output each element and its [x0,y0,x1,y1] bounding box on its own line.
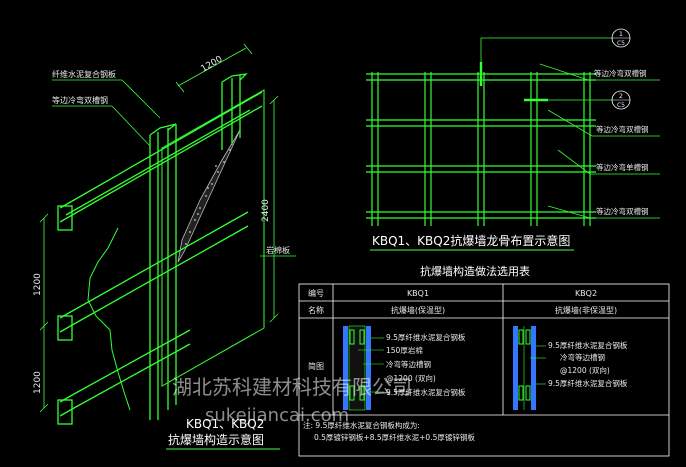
kbq1-section-sketch [343,325,371,411]
callout-2: 2 C5 [611,90,631,110]
header-col0: 编号 [308,288,324,298]
label-double-channel: 等边冷弯双槽钢 [52,95,108,105]
label-rock-wool: 岩棉板 [266,245,290,255]
vertical-channel-steel [149,73,248,420]
kbq2-leaders [530,345,546,385]
framing-label-1: 等边冷弯双槽钢 [594,68,647,78]
table-title: 抗爆墙构造做法选用表 [420,264,530,278]
watermark-url: sukejiancai.com [205,405,349,426]
dim-right: 2400 [261,199,271,222]
name-col1: 抗爆墙(保温型) [391,305,445,315]
framing-label-4: 等边冷弯双槽钢 [596,206,649,216]
label-panel: 纤维水泥复合钢板 [52,69,116,79]
callout-2-sheet: C5 [617,102,625,109]
framing-grid [366,72,596,226]
section-marks [479,62,548,102]
kbq1-layer-5: 9.5厚纤维水泥复合钢板 [386,387,466,397]
callout-1-number: 1 [619,30,623,38]
horizontal-channel-steel [57,91,263,425]
kbq1-layer-3: 冷弯等边槽钢 [386,359,431,369]
callout-1-sheet: C5 [617,40,625,47]
left-leader-lines [52,79,296,257]
rock-wool-hatch [177,129,241,263]
table-note-line2: 0.5厚镀锌钢板+8.5厚纤维水泥+0.5厚镀锌钢板 [314,432,475,442]
dim-left-upper: 1200 [33,273,43,296]
selection-table: 抗爆墙构造做法选用表 编号 KBQ1 KBQ2 名称 抗爆墙(保温型) 抗爆墙(… [298,264,670,457]
name-col2: 抗爆墙(非保温型) [555,305,617,315]
dim-top: 1200 [200,54,225,74]
callout-2-number: 2 [619,92,623,100]
table-note-line1: 注: 9.5厚纤维水泥复合钢板构成为: [303,420,420,430]
kbq2-layer-2: 冷弯等边槽钢 [560,352,605,362]
framing-leaders [539,63,660,219]
kbq2-layer-1: 9.5厚纤维水泥复合钢板 [548,340,628,350]
header-col2: KBQ2 [575,289,597,298]
callout-1: 1 C5 [611,28,631,48]
left-title-line2: 抗爆墙构造示意图 [168,432,264,447]
left-dimension-lines [39,43,279,413]
diagram-row-label: 简图 [308,361,324,371]
framing-label-3: 等边冷弯单槽钢 [596,162,649,172]
name-col0: 名称 [308,305,324,315]
kbq1-leaders [358,337,384,393]
framing-label-2: 等边冷弯双槽钢 [596,124,649,134]
framing-title: KBQ1、KBQ2抗爆墙龙骨布置示意图 [372,233,570,248]
kbq2-layer-3: @1200 (双向) [560,365,610,375]
kbq1-layer-2: 150厚岩棉 [386,345,423,355]
front-panel-break-outline [87,227,131,411]
kbq1-layer-4: @1200 (双向) [386,373,436,383]
left-construction-diagram: 1200 2400 1200 1200 纤维水泥复合钢板 等边冷弯双槽钢 岩棉板… [33,43,296,450]
kbq2-section-sketch [513,326,536,410]
watermark-company: 湖北苏科建材科技有限公司 [172,375,412,399]
kbq2-layer-4: 9.5厚纤维水泥复合钢板 [548,378,628,388]
kbq1-layer-1: 9.5厚纤维水泥复合钢板 [386,332,466,342]
left-title-line1: KBQ1、KBQ2 [186,417,264,431]
back-wall-panel [161,89,265,387]
table-grid [298,283,670,457]
callout-lines [480,37,612,101]
header-col1: KBQ1 [407,289,429,298]
framing-layout-diagram: 1 C5 2 C5 等边冷弯双槽钢 等边冷弯双槽钢 等边冷弯单槽钢 等边冷弯双槽… [366,28,660,251]
dim-left-lower: 1200 [33,371,43,394]
rock-wool-dots [185,149,231,245]
